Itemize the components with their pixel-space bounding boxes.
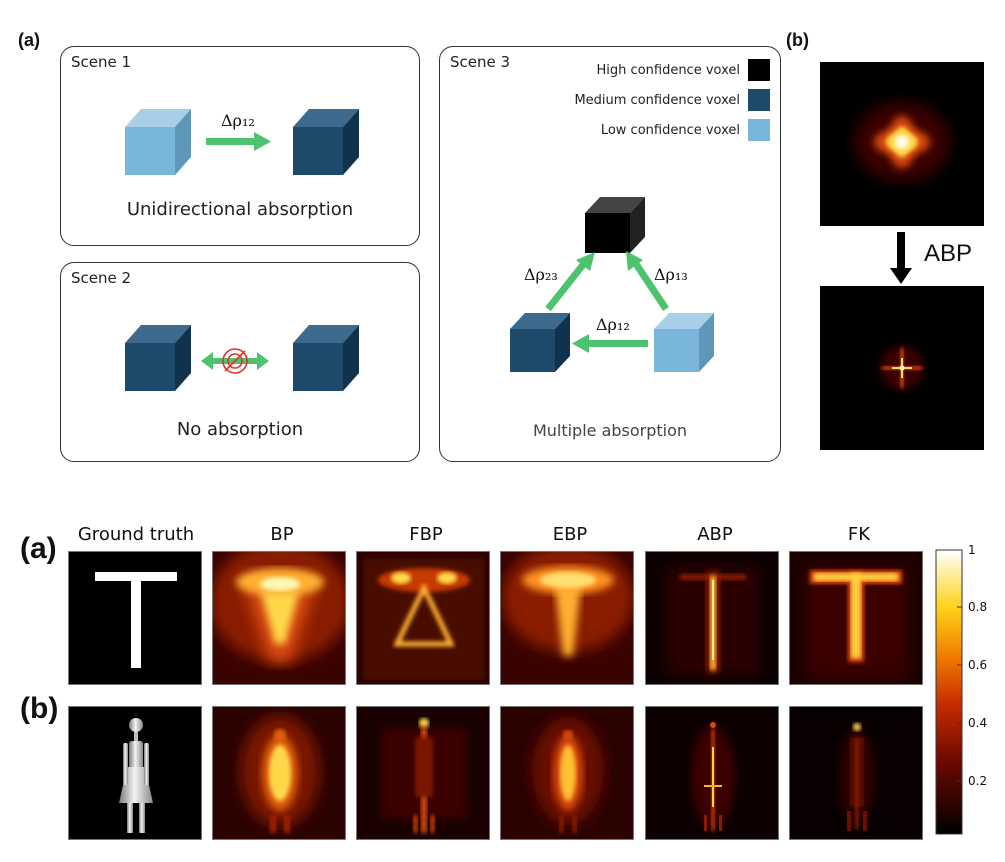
column-title-bp: BP	[270, 524, 294, 545]
legend-low-swatch	[748, 119, 770, 141]
column-title-abp: ABP	[697, 524, 733, 545]
t-abp	[646, 552, 778, 684]
legend-medium-swatch	[748, 89, 770, 111]
colorbar-tick-0-6: 0.6	[968, 658, 988, 672]
scene-1-title: Scene 1	[71, 53, 132, 71]
tile-a-ground-truth	[68, 551, 202, 685]
column-title-fk: FK	[847, 524, 871, 545]
abp-arrow	[890, 232, 912, 284]
t-ebp	[501, 552, 633, 684]
scene-2-box: Scene 2 No absorption	[60, 262, 420, 462]
legend-medium-label: Medium confidence voxel	[574, 92, 740, 108]
colorbar-tick-0-4: 0.4	[968, 716, 988, 730]
person-fk	[790, 707, 922, 839]
legend-high-label: High confidence voxel	[596, 62, 740, 78]
column-title-ground-truth: Ground truth	[77, 524, 195, 545]
low-confidence-voxel	[125, 109, 191, 175]
t-ground-truth	[95, 572, 177, 668]
scene-1-graphic	[125, 109, 359, 175]
person-ebp	[501, 707, 633, 839]
medium-confidence-voxel	[510, 313, 570, 372]
person-abp	[646, 707, 778, 839]
tile-a-abp	[645, 551, 779, 685]
panel-label-bottom-b: (b)	[20, 692, 59, 725]
arrow-23	[545, 252, 595, 312]
panel-label-bottom-a: (a)	[20, 532, 57, 565]
colorbar	[935, 549, 963, 835]
panel-label-top-b: (b)	[786, 30, 809, 50]
scene-3-title: Scene 3	[450, 53, 511, 71]
t-bp	[213, 552, 345, 684]
abp-arrow-label: ABP	[924, 240, 973, 267]
person-bp	[213, 707, 345, 839]
scene-3-graphic	[510, 197, 714, 372]
column-title-fbp: FBP	[409, 524, 443, 545]
edge-12-label: Δρ₁₂	[596, 315, 630, 334]
person-ground-truth	[119, 718, 153, 833]
tile-a-fbp	[356, 551, 490, 685]
psf-before-image	[820, 62, 984, 226]
tile-b-fk	[789, 706, 923, 840]
colorbar-tick-0-2: 0.2	[968, 774, 988, 788]
medium-confidence-voxel	[293, 109, 359, 175]
scene-1-box: Scene 1 Δρ₁₂ Unidirectional absorption	[60, 46, 420, 246]
scene-2-title: Scene 2	[71, 269, 132, 287]
tile-a-ebp	[500, 551, 634, 685]
psf-before-render	[854, 102, 950, 182]
psf-after-render	[880, 346, 924, 390]
scene-2-caption: No absorption	[176, 419, 304, 440]
tile-b-abp	[645, 706, 779, 840]
tile-b-ebp	[500, 706, 634, 840]
high-confidence-voxel	[585, 197, 645, 253]
scene-2-graphic	[125, 325, 359, 391]
tile-b-ground-truth	[68, 706, 202, 840]
scene-3-caption: Multiple absorption	[532, 421, 688, 440]
edge-13-label: Δρ₁₃	[654, 265, 688, 284]
t-fbp	[357, 552, 489, 684]
absorption-arrow	[206, 132, 271, 151]
scene-1-arrow-label: Δρ₁₂	[221, 111, 255, 130]
legend-low: Low confidence voxel	[601, 119, 770, 141]
edge-23-label: Δρ₂₃	[524, 265, 558, 284]
tile-a-bp	[212, 551, 346, 685]
no-absorption-mark	[222, 348, 248, 374]
legend-high-swatch	[748, 59, 770, 81]
panel-label-top-a: (a)	[18, 30, 40, 50]
tile-a-fk	[789, 551, 923, 685]
low-confidence-voxel	[654, 313, 714, 372]
legend-medium: Medium confidence voxel	[574, 89, 770, 111]
column-title-ebp: EBP	[552, 524, 588, 545]
scene-1-caption: Unidirectional absorption	[126, 199, 354, 220]
colorbar-tick-1: 1	[968, 543, 976, 557]
medium-confidence-voxel-left	[125, 325, 191, 391]
tile-b-bp	[212, 706, 346, 840]
medium-confidence-voxel-right	[293, 325, 359, 391]
t-fk	[790, 552, 922, 684]
arrow-12	[572, 334, 648, 353]
colorbar-tick-0-8: 0.8	[968, 600, 988, 614]
legend-high: High confidence voxel	[597, 59, 770, 81]
arrow-13	[626, 251, 669, 311]
legend-low-label: Low confidence voxel	[600, 122, 740, 138]
scene-3-box: Scene 3 High confidence voxel Medium con…	[439, 46, 781, 462]
person-fbp	[357, 707, 489, 839]
tile-b-fbp	[356, 706, 490, 840]
psf-after-image	[820, 286, 984, 450]
